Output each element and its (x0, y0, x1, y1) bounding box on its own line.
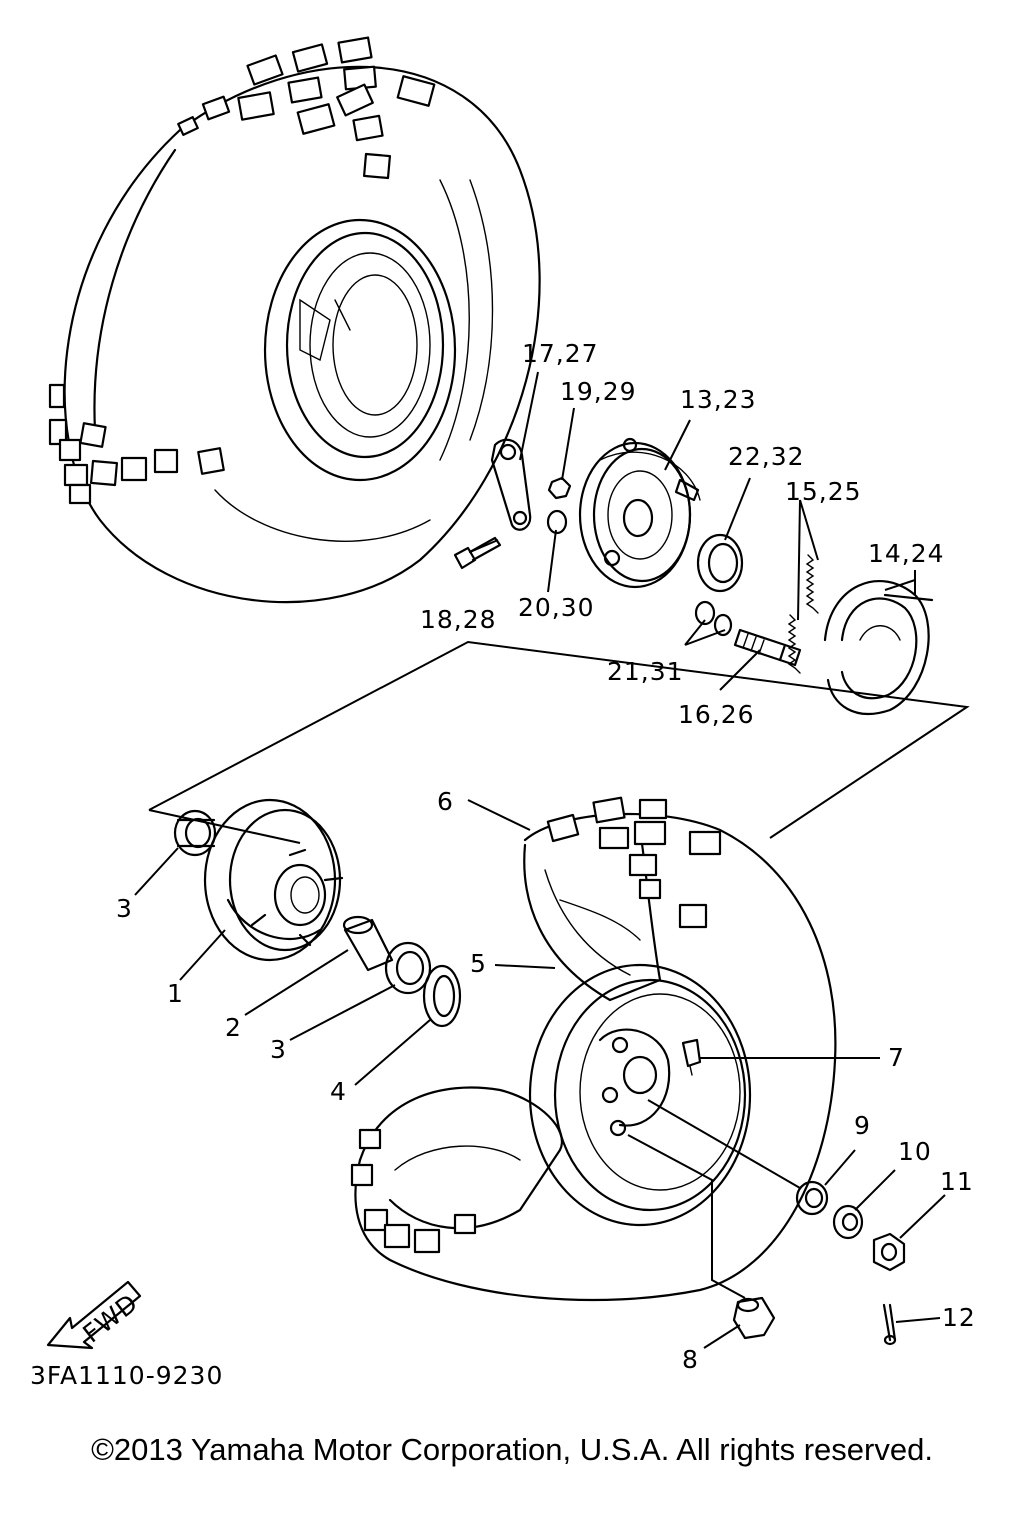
callout-13-23: 13,23 (680, 385, 757, 414)
callout-17-27: 17,27 (522, 339, 599, 368)
callout-8: 8 (682, 1345, 699, 1374)
callout-22-32: 22,32 (728, 442, 805, 471)
callout-4: 4 (330, 1077, 347, 1106)
callout-12: 12 (942, 1303, 976, 1332)
callout-14-24: 14,24 (868, 539, 945, 568)
callout-6: 6 (437, 787, 454, 816)
callout-21-31: 21,31 (607, 657, 684, 686)
callout-20-30: 20,30 (518, 593, 595, 622)
callout-7: 7 (888, 1043, 905, 1072)
callout-2: 2 (225, 1013, 242, 1042)
hub-group (173, 798, 462, 1028)
copyright-notice: ©2013 Yamaha Motor Corporation, U.S.A. A… (91, 1432, 933, 1467)
fwd-arrow-icon: FWD (46, 1280, 144, 1350)
diagram-code: 3FA1110-9230 (30, 1361, 223, 1390)
callout-18-28: 18,28 (420, 605, 497, 634)
callout-5: 5 (470, 949, 487, 978)
callout-15-25: 15,25 (785, 477, 862, 506)
brake-assembly (453, 437, 934, 715)
callout-10: 10 (898, 1137, 932, 1166)
callout-11: 11 (940, 1167, 974, 1196)
upper-tire (48, 36, 541, 604)
lower-wheel (350, 796, 837, 1302)
callout-3-right: 3 (270, 1035, 287, 1064)
front-wheel-exploded-diagram: FWD (30, 36, 976, 1390)
callout-1: 1 (167, 979, 184, 1008)
leader-lines (134, 371, 946, 1349)
callout-19-29: 19,29 (560, 377, 637, 406)
fastener-group (732, 1180, 906, 1346)
assembly-bracket (148, 640, 970, 844)
callout-16-26: 16,26 (678, 700, 755, 729)
callout-9: 9 (854, 1111, 871, 1140)
callout-3-left: 3 (116, 894, 133, 923)
callout-labels: 17,27 19,29 13,23 22,32 15,25 14,24 18,2… (30, 339, 976, 1390)
